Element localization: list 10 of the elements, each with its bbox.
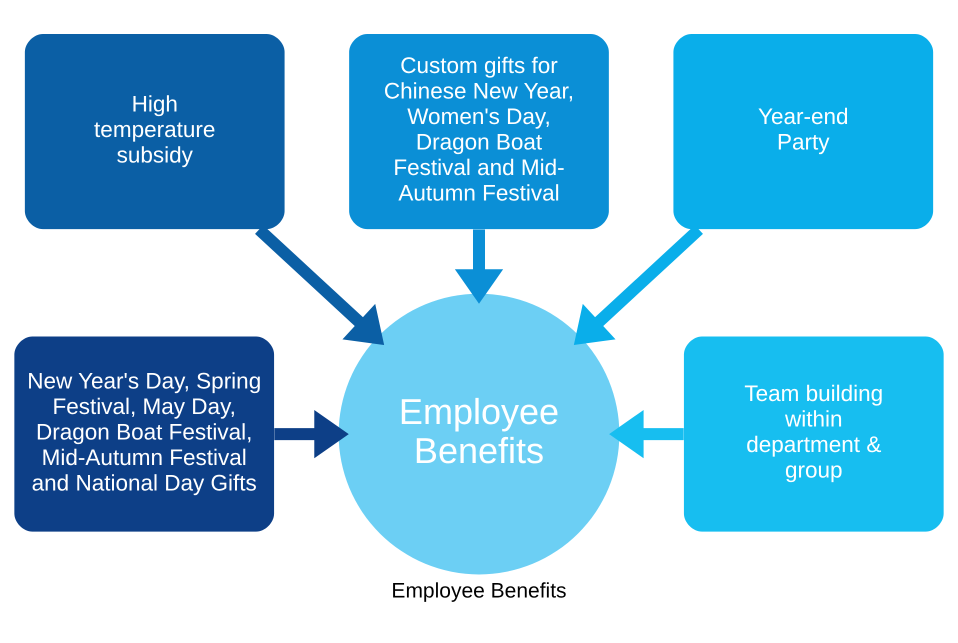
node-box: Year-end Party: [673, 34, 934, 230]
node-circle: Employee Benefits: [338, 294, 620, 574]
node-box: Team building within department & group: [684, 336, 944, 532]
node-box: New Year's Day, Spring Festival, May Day, Dragon Boat Festival, Mid-Autumn Festival and National Day Gifts: [14, 336, 274, 532]
caption: Employee Benefits: [391, 579, 567, 602]
arrow: [454, 230, 504, 304]
node-box: High temperature subsidy: [24, 34, 285, 230]
node-box: Custom gifts for Chinese New Year, Women's Day, Dragon Boat Festival and Mid-Autumn Festival: [349, 34, 609, 230]
arrow: [274, 410, 349, 458]
arrow: [609, 410, 684, 458]
